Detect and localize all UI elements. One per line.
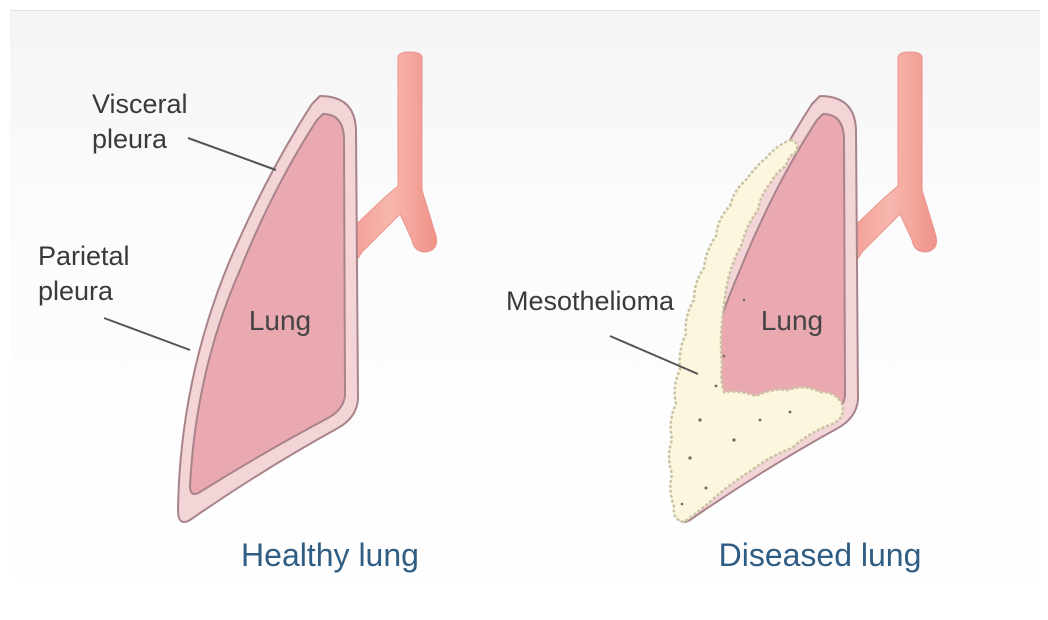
diseased-lung-caption: Diseased lung	[719, 537, 922, 573]
mesothelioma-label: Mesothelioma	[506, 286, 675, 316]
visceral-pleura-label-line1: Visceral	[92, 89, 188, 119]
healthy-lung-label: Lung	[249, 305, 311, 336]
diseased-trachea	[844, 52, 937, 268]
healthy-lung-caption: Healthy lung	[241, 537, 419, 573]
healthy-lung-illustration	[178, 52, 437, 522]
parietal-pleura-leader-line	[104, 318, 190, 350]
healthy-trachea	[344, 52, 437, 268]
visceral-pleura-label-line2: pleura	[92, 124, 168, 154]
diseased-lung-illustration	[669, 52, 937, 522]
visceral-pleura-leader-line	[188, 138, 276, 170]
diseased-lung-label: Lung	[761, 305, 823, 336]
parietal-pleura-label-line2: pleura	[38, 276, 114, 306]
parietal-pleura-label-line1: Parietal	[38, 241, 130, 271]
